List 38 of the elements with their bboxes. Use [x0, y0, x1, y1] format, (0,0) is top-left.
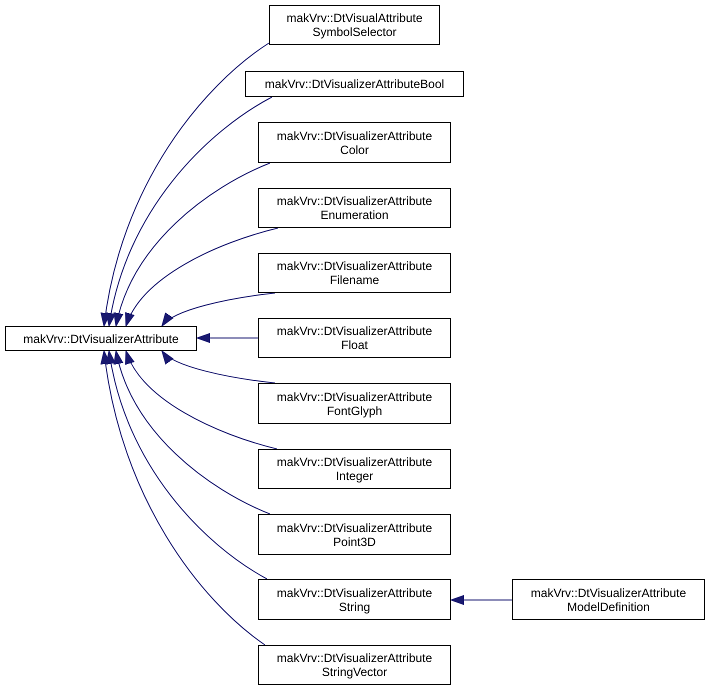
class-name: makVrv::DtVisualAttribute SymbolSelector [285, 11, 424, 39]
inheritance-arrow [162, 350, 276, 384]
class-box [5, 326, 197, 351]
class-name: makVrv::DtVisualizerAttribute Color [276, 128, 434, 156]
class-name: makVrv::DtVisualizerAttribute String [276, 586, 434, 614]
class-box [258, 383, 451, 424]
class-box [258, 645, 451, 685]
class-name: makVrv::DtVisualizerAttribute ModelDefinition [530, 586, 688, 614]
inheritance-arrow [114, 162, 270, 326]
class-box [512, 579, 705, 620]
class-box [258, 514, 451, 555]
inheritance-arrow [196, 333, 258, 343]
class-name: makVrv::DtVisualizerAttribute Integer [276, 455, 434, 483]
inheritance-arrow [126, 228, 278, 326]
class-box [258, 253, 451, 293]
class-name: makVrv::DtVisualizerAttribute [23, 332, 179, 346]
inheritance-arrow [101, 42, 270, 326]
class-name: makVrv::DtVisualizerAttribute FontGlyph [276, 390, 434, 418]
inheritance-arrow [126, 350, 278, 450]
class-box [258, 188, 451, 228]
inheritance-arrow [114, 350, 270, 514]
class-box [258, 122, 451, 163]
class-box [258, 318, 451, 358]
inheritance-arrow [100, 350, 266, 646]
class-box [245, 71, 464, 97]
inheritance-arrow [162, 292, 276, 326]
inheritance-arrow [106, 96, 272, 326]
inheritance-arrow [106, 350, 268, 580]
class-box [258, 449, 451, 489]
class-name: makVrv::DtVisualizerAttribute Point3D [276, 520, 434, 548]
class-name: makVrv::DtVisualizerAttribute Filename [276, 259, 434, 287]
class-name: makVrv::DtVisualizerAttribute Enumeration [276, 194, 434, 222]
inheritance-arrow [450, 595, 512, 605]
class-name: makVrv::DtVisualizerAttributeBool [264, 77, 444, 91]
class-name: makVrv::DtVisualizerAttribute Float [276, 324, 434, 352]
class-box [258, 579, 451, 620]
class-box [269, 5, 440, 45]
class-name: makVrv::DtVisualizerAttribute StringVector [276, 651, 434, 679]
